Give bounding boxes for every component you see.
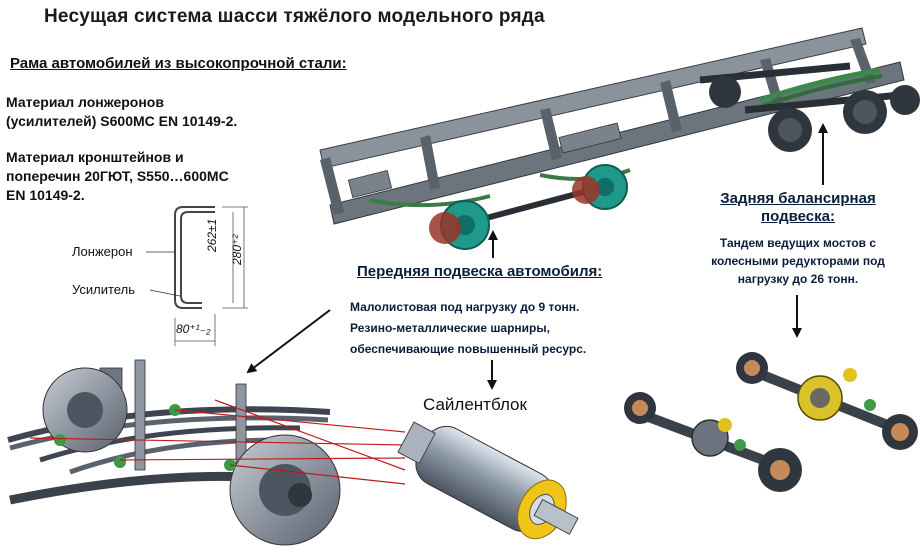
spar-material-line: (усилителей) S600MC EN 10149-2.: [6, 113, 238, 129]
bracket-material-line: поперечин 20ГЮТ, S550…600MC: [6, 168, 229, 184]
front-suspension-detail: [7, 359, 341, 546]
bushing-pointer-lines: [29, 399, 406, 485]
bracket-material-line: Материал кронштейнов и: [6, 149, 184, 165]
pointer-arrows: [246, 123, 828, 390]
front-suspension-description: Малолистовая под нагрузку до 9 тонн. Рез…: [350, 297, 586, 360]
rear-suspension-line: Тандем ведущих мостов с: [719, 236, 877, 250]
front-suspension-line: Малолистовая под нагрузку до 9 тонн.: [350, 300, 580, 314]
silent-block-label: Сайлентблок: [423, 395, 527, 414]
bracket-material-line: EN 10149-2.: [6, 187, 85, 203]
rear-heading-line: подвеска:: [761, 208, 835, 225]
silent-block-illustration: [397, 421, 579, 540]
dimension-height-2: 280⁺²: [230, 234, 244, 265]
front-suspension-heading: Передняя подвеска автомобиля:: [357, 263, 603, 280]
rear-suspension-line: нагрузку до 26 тонн.: [737, 272, 859, 286]
frame-heading: Рама автомобилей из высокопрочной стали:: [10, 55, 347, 72]
chassis-frame: [319, 27, 920, 250]
front-suspension-line: обеспечивающие повышенный ресурс.: [350, 342, 587, 356]
spar-label: Лонжерон: [72, 244, 133, 259]
bracket-material-text: Материал кронштейнов и поперечин 20ГЮТ, …: [6, 148, 229, 205]
spar-material-text: Материал лонжеронов (усилителей) S600MC …: [6, 93, 237, 131]
rear-heading-line: Задняя балансирная: [720, 190, 876, 207]
dimension-height-1: 262±1: [205, 218, 219, 252]
spar-material-line: Материал лонжеронов: [6, 94, 164, 110]
rear-suspension-description: Тандем ведущих мостов с колесными редукт…: [700, 234, 896, 288]
spar-profile-drawing: [146, 206, 248, 346]
dimension-width: 80⁺¹₋₂: [176, 322, 211, 336]
page-title: Несущая система шасси тяжёлого модельног…: [44, 6, 545, 27]
rear-suspension-heading: Задняя балансирная подвеска:: [708, 190, 888, 226]
front-suspension-line: Резино-металлические шарниры,: [350, 321, 550, 335]
reinforcement-label: Усилитель: [72, 282, 135, 297]
rear-suspension-line: колесными редукторами под: [711, 254, 885, 268]
rear-tandem-axles: [624, 352, 918, 492]
